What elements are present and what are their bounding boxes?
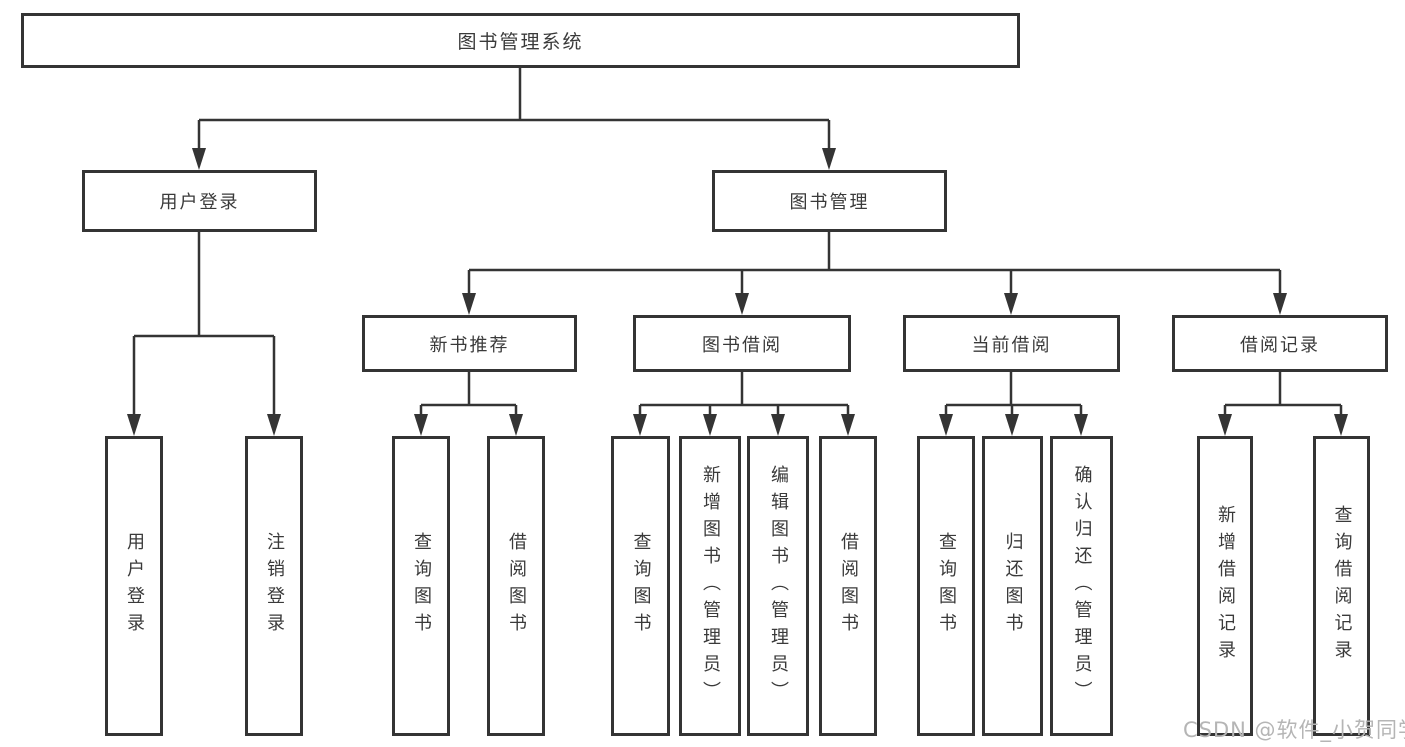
leaf-query-books-current-label: 查询图书	[936, 532, 957, 640]
leaf-query-borrow-record: 查询借阅记录	[1313, 436, 1370, 736]
leaf-edit-books-admin-label: 编辑图书（管理员）	[768, 464, 789, 708]
leaf-user-login: 用户登录	[105, 436, 163, 736]
node-root-system: 图书管理系统	[21, 13, 1020, 68]
connector-root-to-level2	[192, 68, 836, 170]
node-user-login-label: 用户登录	[159, 192, 240, 213]
node-book-management: 图书管理	[712, 170, 947, 232]
connector-user-login-to-leaves	[127, 232, 281, 436]
leaf-borrow-books-recommend-label: 借阅图书	[506, 532, 527, 640]
csdn-watermark: CSDN @软件_小贺同学	[1183, 718, 1405, 742]
leaf-add-books-admin: 新增图书（管理员）	[679, 436, 741, 736]
node-root-label: 图书管理系统	[457, 31, 584, 53]
leaf-confirm-return-admin-label: 确认归还（管理员）	[1071, 464, 1093, 708]
leaf-add-borrow-record: 新增借阅记录	[1197, 436, 1253, 736]
node-new-book-recommend: 新书推荐	[362, 315, 577, 372]
node-borrow-records: 借阅记录	[1172, 315, 1388, 372]
connector-current-borrow-to-leaves	[939, 372, 1088, 436]
leaf-user-login-label: 用户登录	[124, 532, 145, 640]
leaf-add-borrow-record-label: 新增借阅记录	[1215, 505, 1236, 667]
leaf-edit-books-admin: 编辑图书（管理员）	[747, 436, 809, 736]
leaf-return-books-label: 归还图书	[1002, 532, 1024, 640]
node-current-borrow: 当前借阅	[903, 315, 1120, 372]
leaf-return-books: 归还图书	[982, 436, 1043, 736]
node-new-book-recommend-label: 新书推荐	[429, 334, 510, 356]
leaf-query-books-recommend-label: 查询图书	[411, 532, 432, 640]
node-user-login: 用户登录	[82, 170, 317, 232]
node-book-management-label: 图书管理	[789, 192, 870, 213]
leaf-query-books-borrow: 查询图书	[611, 436, 670, 736]
connector-book-mgmt-to-level3	[462, 232, 1287, 315]
leaf-confirm-return-admin: 确认归还（管理员）	[1050, 436, 1113, 736]
node-borrow-records-label: 借阅记录	[1240, 334, 1320, 356]
leaf-borrow-books-recommend: 借阅图书	[487, 436, 545, 736]
leaf-query-borrow-record-label: 查询借阅记录	[1331, 505, 1353, 667]
connector-book-borrow-to-leaves	[633, 372, 855, 436]
connector-new-book-to-leaves	[414, 372, 523, 436]
leaf-borrow-books-borrow-label: 借阅图书	[838, 532, 859, 640]
leaf-query-books-borrow-label: 查询图书	[630, 532, 652, 640]
leaf-borrow-books-borrow: 借阅图书	[819, 436, 877, 736]
node-book-borrow: 图书借阅	[633, 315, 851, 372]
leaf-logout-label: 注销登录	[264, 532, 285, 640]
leaf-query-books-current: 查询图书	[917, 436, 975, 736]
leaf-logout: 注销登录	[245, 436, 303, 736]
node-book-borrow-label: 图书借阅	[702, 334, 782, 356]
connector-borrow-records-to-leaves	[1218, 372, 1348, 436]
leaf-add-books-admin-label: 新增图书（管理员）	[700, 464, 721, 708]
leaf-query-books-recommend: 查询图书	[392, 436, 450, 736]
node-current-borrow-label: 当前借阅	[971, 334, 1052, 356]
